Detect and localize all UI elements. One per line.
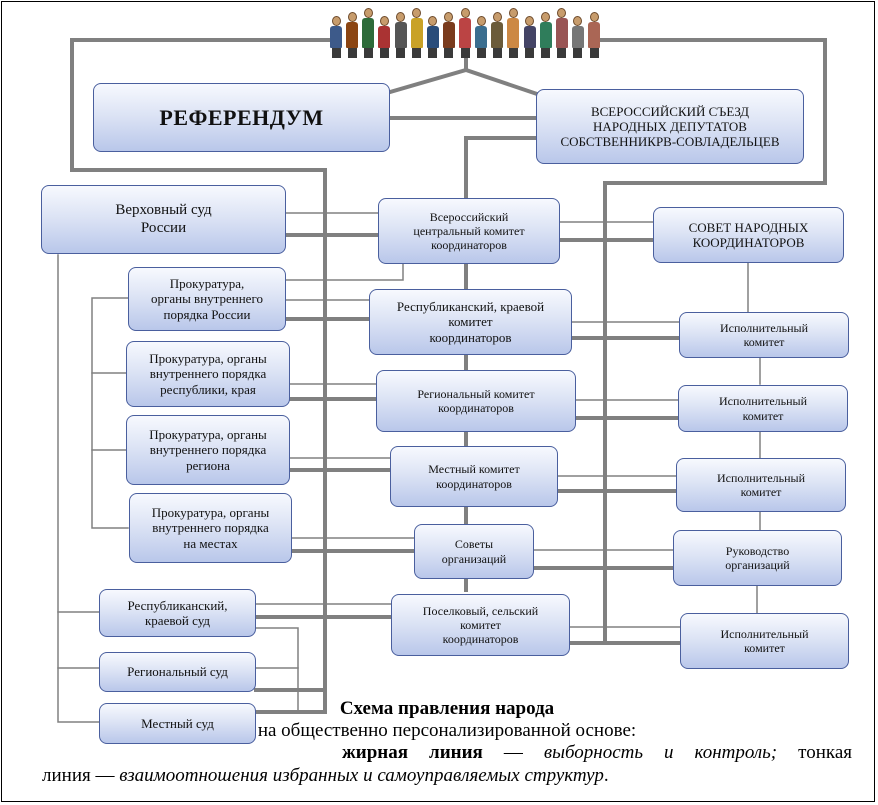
person-figure xyxy=(491,12,504,58)
exec-committee-2-box: Исполнительный комитет xyxy=(678,385,848,432)
person-figure xyxy=(346,12,359,58)
thin-lines xyxy=(57,212,761,723)
legend-thin-prefix: тонкая xyxy=(777,742,852,764)
peoples-illustration xyxy=(330,8,600,58)
prosecutor-region-box: Прокуратура, органы внутреннего порядка … xyxy=(126,415,290,485)
exec-committee-1-box: Исполнительный комитет xyxy=(679,312,849,358)
diagram-caption: Схема правления народа на общественно пе… xyxy=(42,698,852,787)
person-figure xyxy=(459,8,471,58)
person-figure xyxy=(539,12,552,58)
org-councils-box: Советы организаций xyxy=(414,524,534,579)
prosecutor-local-box: Прокуратура, органы внутреннего порядка … xyxy=(129,493,292,563)
caption-legend-line1: жирная линия — выборность и контроль; то… xyxy=(42,742,852,764)
republic-committee-box: Республиканский, краевой комитет координ… xyxy=(369,289,572,355)
person-figure xyxy=(362,8,375,58)
supreme-court-box: Верховный суд России xyxy=(41,185,286,254)
person-figure xyxy=(571,16,584,58)
thick-lines xyxy=(70,38,827,714)
local-committee-box: Местный комитет координаторов xyxy=(390,446,558,507)
caption-legend-line2: линия — взаимоотношения избранных и само… xyxy=(42,765,852,787)
person-figure xyxy=(330,16,342,58)
legend-end: . xyxy=(603,764,609,786)
person-figure xyxy=(475,16,488,58)
person-figure xyxy=(426,16,439,58)
council-box: СОВЕТ НАРОДНЫХ КООРДИНАТОРОВ xyxy=(653,207,844,263)
prosecutor-republic-box: Прокуратура, органы внутреннего порядка … xyxy=(126,341,290,407)
person-figure xyxy=(410,8,423,58)
person-figure xyxy=(507,8,520,58)
legend-dash: — xyxy=(482,742,544,764)
prosecutor-russia-box: Прокуратура, органы внутреннего порядка … xyxy=(128,267,286,331)
caption-title: Схема правления народа xyxy=(339,698,555,719)
person-figure xyxy=(378,16,391,58)
exec-committee-3-box: Исполнительный комитет xyxy=(676,458,846,512)
referendum-box: РЕФЕРЕНДУМ xyxy=(93,83,390,152)
local-court-box: Местный суд xyxy=(99,703,256,744)
exec-committee-4-box: Исполнительный комитет xyxy=(680,613,849,669)
person-figure xyxy=(394,12,407,58)
legend-bold-term: жирная линия xyxy=(342,742,483,764)
legend-thin-meaning: взаимоотношения избранных и самоуправляе… xyxy=(119,764,604,786)
regional-committee-box: Региональный комитет координаторов xyxy=(376,370,576,432)
settlement-committee-box: Поселковый, сельский комитет координатор… xyxy=(391,594,570,656)
person-figure xyxy=(555,8,568,58)
republic-court-box: Республиканский, краевой суд xyxy=(99,589,256,637)
regional-court-box: Региональный суд xyxy=(99,652,256,692)
person-figure xyxy=(523,16,536,58)
person-figure xyxy=(442,12,455,58)
legend-bold-meaning: выборность и контроль; xyxy=(543,742,778,764)
congress-box: ВСЕРОССИЙСКИЙ СЪЕЗД НАРОДНЫХ ДЕПУТАТОВ С… xyxy=(536,89,804,164)
org-management-box: Руководство организаций xyxy=(673,530,842,586)
person-figure xyxy=(588,12,600,58)
caption-subtitle: на общественно персонализированной основ… xyxy=(257,720,637,742)
central-committee-box: Всероссийский центральный комитет коорди… xyxy=(378,198,560,264)
legend-thin-word: линия xyxy=(42,764,91,786)
legend-dash: — xyxy=(90,764,120,786)
